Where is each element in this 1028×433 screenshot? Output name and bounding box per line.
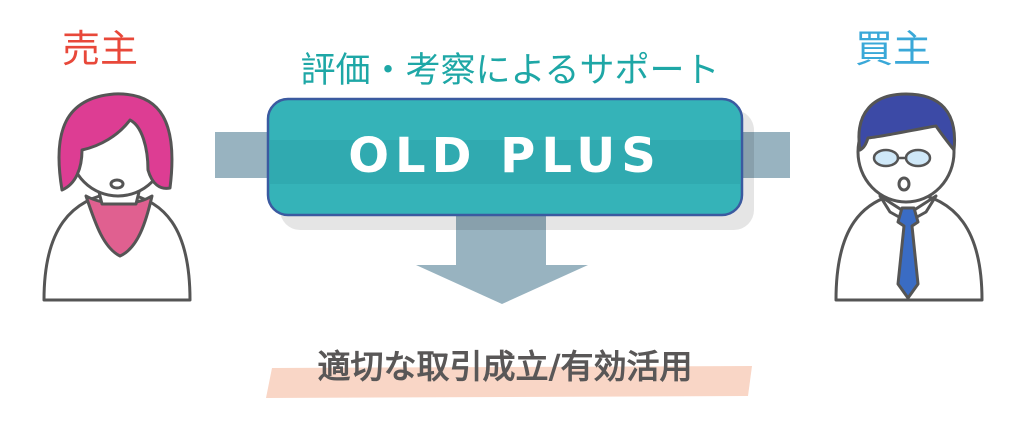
result-label: 適切な取引成立/有効活用	[270, 340, 740, 388]
seller-mouth	[111, 180, 123, 188]
seller-figure	[44, 94, 190, 300]
buyer-glasses-left	[874, 150, 898, 166]
seller-label: 売主	[62, 18, 138, 73]
brand-name: OLD PLUS	[268, 128, 742, 184]
buyer-glasses-right	[906, 150, 930, 166]
buyer-label: 買主	[855, 18, 931, 73]
buyer-figure	[836, 94, 982, 300]
support-label: 評価・考察によるサポート	[270, 42, 750, 93]
buyer-tie	[898, 208, 918, 298]
buyer-mouth	[899, 178, 909, 190]
